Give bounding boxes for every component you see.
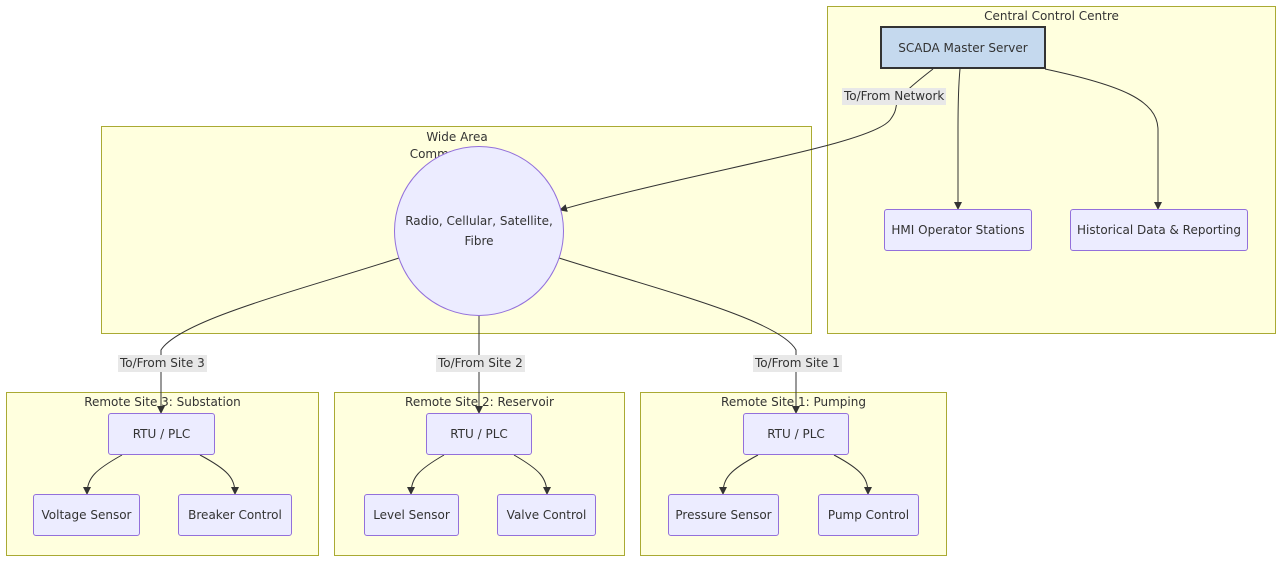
voltage-sensor-node[interactable]: Voltage Sensor [33,494,140,536]
edge-rtu2-valve [513,454,551,495]
level-sensor-node[interactable]: Level Sensor [364,494,459,536]
communication-network-node[interactable]: Radio, Cellular, Satellite, Fibre [394,146,564,316]
breaker-control-node[interactable]: Breaker Control [178,494,292,536]
edge-scada-historian [1044,68,1162,210]
rtu-plc-site-3-node[interactable]: RTU / PLC [108,413,215,455]
pump-control-node[interactable]: Pump Control [818,494,919,536]
historical-data-reporting-node[interactable]: Historical Data & Reporting [1070,209,1248,251]
edge-rtu1-pump [833,454,872,495]
edge-rtu1-pressure [719,454,759,495]
hmi-operator-stations-node[interactable]: HMI Operator Stations [884,209,1032,251]
edge-network-site3 [157,257,400,414]
edge-scada-hmi [954,68,962,210]
cluster-title: Central Control Centre [984,9,1119,23]
edge-rtu3-breaker [199,454,239,495]
edge-rtu2-level [407,454,445,495]
edge-label-to-from-site-3: To/From Site 3 [118,355,207,372]
edge-label-to-from-network: To/From Network [842,88,947,105]
rtu-plc-site-2-node[interactable]: RTU / PLC [426,413,532,455]
scada-master-server-node[interactable]: SCADA Master Server [880,26,1046,69]
rtu-plc-site-1-node[interactable]: RTU / PLC [743,413,849,455]
edge-label-to-from-site-1: To/From Site 1 [753,355,842,372]
valve-control-node[interactable]: Valve Control [497,494,596,536]
edge-network-site1 [558,257,800,414]
edge-label-to-from-site-2: To/From Site 2 [436,355,525,372]
edge-rtu3-voltage [83,454,123,495]
pressure-sensor-node[interactable]: Pressure Sensor [668,494,779,536]
cluster-title: Remote Site 3: Substation [84,395,241,409]
cluster-title: Remote Site 1: Pumping [721,395,866,409]
